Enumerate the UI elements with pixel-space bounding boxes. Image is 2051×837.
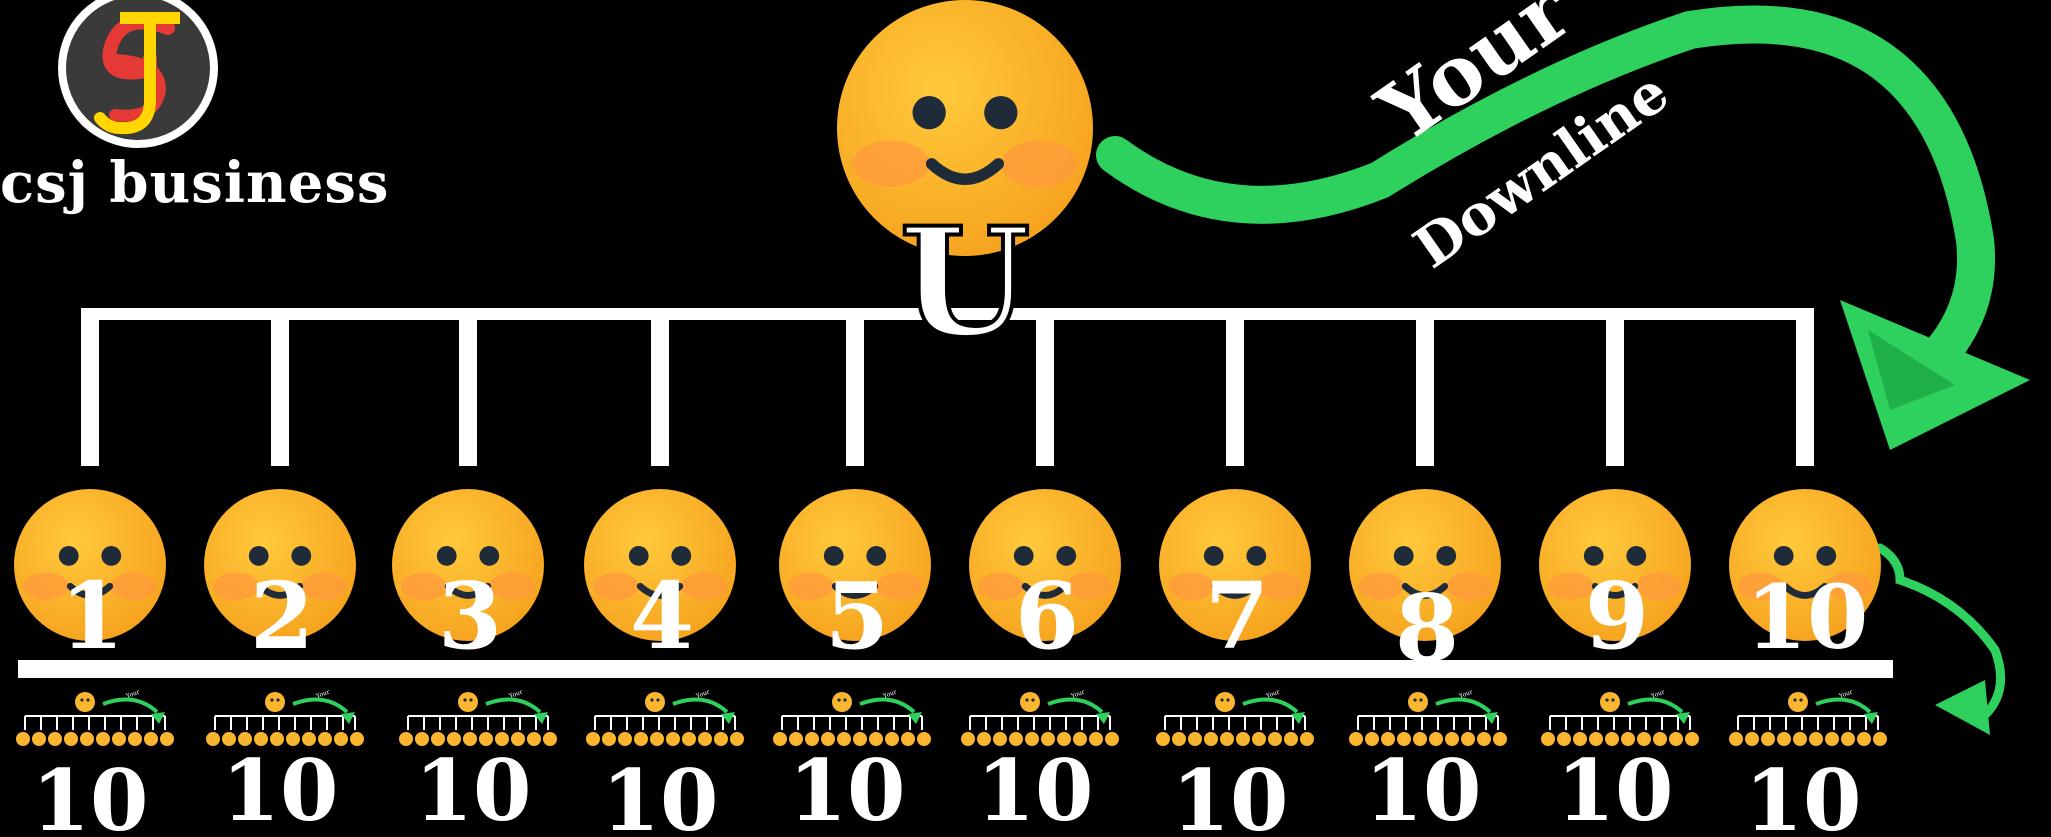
sub-downline: 10	[1539, 686, 1701, 837]
sub-downline: 10	[1727, 686, 1889, 837]
mini-tree-icon	[1347, 686, 1509, 748]
member-label: 9	[1585, 562, 1649, 670]
sub-downline: 10	[771, 686, 933, 837]
sub-downline-count: 10	[1365, 741, 1482, 833]
brand-name: csj business	[0, 150, 390, 216]
sub-downline: 10	[584, 686, 746, 837]
curved-arrow-icon	[1096, 5, 2030, 450]
member-label: 10	[1746, 565, 1868, 669]
mini-tree-icon	[204, 686, 366, 748]
member-node: 5	[779, 489, 931, 670]
sub-downlines-row: 10 10 10 10 10 10 10 10 10 10	[14, 686, 1889, 837]
small-curved-arrow-icon	[1875, 543, 2006, 735]
sub-downline-count: 10	[1557, 741, 1674, 833]
mini-tree-icon	[584, 686, 746, 748]
member-label: 7	[1205, 562, 1269, 670]
mini-tree-icon	[771, 686, 933, 748]
sub-downline-count: 10	[1745, 751, 1862, 833]
sub-downline-count: 10	[789, 741, 906, 833]
member-label: 6	[1015, 562, 1079, 670]
mini-tree-icon	[959, 686, 1121, 748]
sub-downline-count: 10	[32, 751, 149, 833]
member-node: 3	[392, 489, 544, 670]
csj-logo-icon	[58, 0, 218, 148]
top-node-label: U	[900, 195, 1031, 371]
sub-downline: 10	[1154, 686, 1316, 837]
member-label: 4	[630, 562, 694, 670]
sub-downline-count: 10	[222, 741, 339, 833]
member-node: 4	[584, 489, 736, 670]
tree-connectors	[81, 308, 1814, 466]
sub-downline-count: 10	[602, 751, 719, 833]
member-label: 2	[250, 562, 314, 670]
member-node: 9	[1539, 489, 1691, 670]
sub-downline: 10	[14, 686, 176, 837]
member-node: 1	[14, 489, 166, 670]
sub-downline: 10	[204, 686, 366, 837]
mini-tree-icon	[14, 686, 176, 748]
sub-downline-count: 10	[1172, 751, 1289, 833]
members-row: 1 2 3 4 5 6 7 8 9 10	[14, 489, 1881, 682]
divider-bar	[18, 660, 1893, 678]
sub-downline-count: 10	[977, 741, 1094, 833]
member-label: 8	[1395, 574, 1459, 682]
member-node: 6	[969, 489, 1121, 670]
mini-tree-icon	[1154, 686, 1316, 748]
sub-downline-count: 10	[415, 741, 532, 833]
member-label: 5	[825, 562, 889, 670]
sub-downline: 10	[397, 686, 559, 837]
mini-tree-icon	[397, 686, 559, 748]
member-node: 2	[204, 489, 356, 670]
sub-downline: 10	[1347, 686, 1509, 837]
mini-tree-icon	[1539, 686, 1701, 748]
member-label: 1	[60, 562, 124, 670]
member-node: 8	[1349, 489, 1501, 682]
sub-downline: 10	[959, 686, 1121, 837]
member-node: 7	[1159, 489, 1311, 670]
mini-tree-icon	[1727, 686, 1889, 748]
member-node: 10	[1729, 489, 1881, 669]
member-label: 3	[438, 562, 502, 670]
